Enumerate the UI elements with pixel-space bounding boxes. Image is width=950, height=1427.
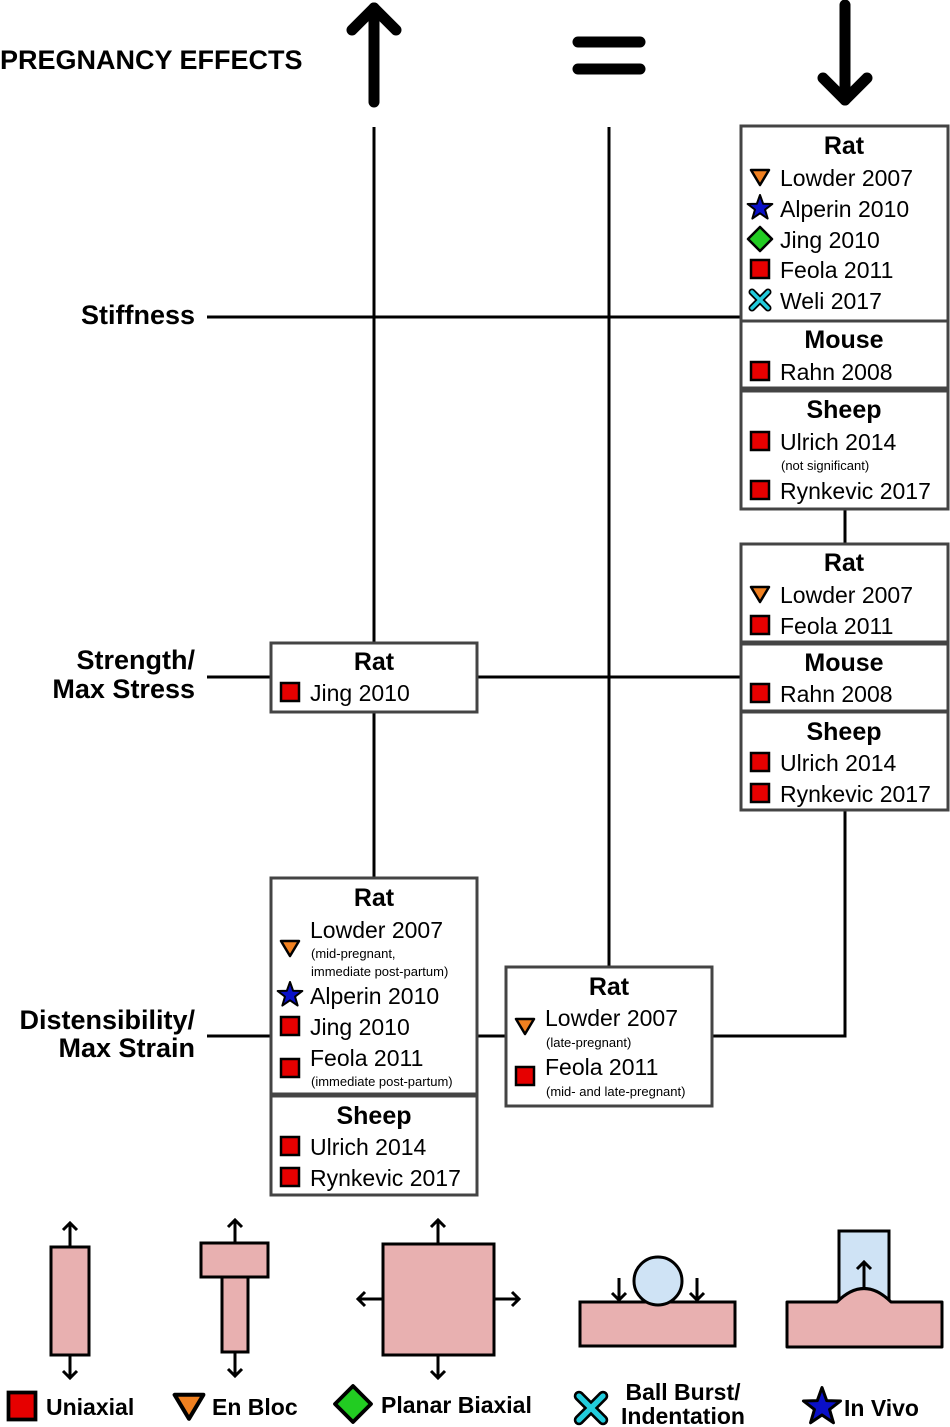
en-bloc-marker-icon [749,168,771,187]
en-bloc-marker-icon [279,939,301,958]
species-label: Rat [354,884,395,912]
species-label: Rat [824,132,865,160]
study-entry: Alperin 2010 [310,983,439,1009]
en-bloc-marker-icon [172,1392,206,1421]
row-label-distensibility: Distensibility/ [19,1005,195,1035]
diagram-title: PREGNANCY EFFECTS [0,45,303,75]
species-label: Sheep [806,396,881,424]
study-entry: Alperin 2010 [780,196,909,222]
study-entry: Feola 2011 [545,1054,658,1080]
uniaxial-marker-icon [279,1015,301,1037]
study-entry: Rynkevic 2017 [780,478,931,504]
study-box-strength-decrease-rat: Rat Lowder 2007 Feola 2011 [739,542,950,644]
study-entry: Lowder 2007 [780,582,913,608]
row-label-stiffness: Stiffness [81,300,195,330]
grid-lines [207,127,847,1038]
en-bloc-test-illustration [199,1217,270,1379]
legend-label-en-bloc: En Bloc [212,1394,298,1420]
species-label: Sheep [336,1102,411,1130]
study-note: (late-pregnant) [546,1035,631,1050]
increase-arrow-icon [346,2,402,108]
study-entry: Rahn 2008 [780,681,893,707]
study-box-distensibility-increase-sheep: Sheep Ulrich 2014 Rynkevic 2017 [269,1094,479,1197]
study-entry: Ulrich 2014 [310,1134,427,1160]
study-entry: Feola 2011 [780,257,893,283]
study-entry: Jing 2010 [310,680,410,706]
uniaxial-marker-icon [749,782,771,804]
species-label: Rat [589,973,630,1001]
planar-biaxial-marker-icon [746,225,774,253]
uniaxial-marker-icon [749,751,771,773]
ball-burst-test-illustration [578,1255,737,1348]
uniaxial-marker-icon [514,1065,536,1087]
study-entry: Feola 2011 [310,1045,423,1071]
study-entry: Jing 2010 [780,227,880,253]
study-box-distensibility-increase-rat: Rat Lowder 2007 (mid-pregnant, immediate… [269,876,479,1096]
study-entry: Ulrich 2014 [780,750,897,776]
row-label-distensibility: Max Strain [58,1033,195,1063]
study-entry: Rahn 2008 [780,359,893,385]
study-box-stiffness-decrease-sheep: Sheep Ulrich 2014 (not significant) Rynk… [739,389,950,511]
uniaxial-marker-icon [279,1166,301,1188]
study-entry: Lowder 2007 [545,1005,678,1031]
study-box-strength-decrease-sheep: Sheep Ulrich 2014 Rynkevic 2017 [739,710,950,812]
study-entry: Feola 2011 [780,613,893,639]
species-label: Rat [824,549,865,577]
uniaxial-marker-icon [6,1390,38,1422]
study-entry: Weli 2017 [780,288,882,314]
legend-label-in-vivo: In Vivo [844,1395,919,1421]
study-note: (mid-pregnant, [311,946,396,961]
study-note: immediate post-partum) [311,964,448,979]
study-note: (immediate post-partum) [311,1074,453,1089]
en-bloc-marker-icon [514,1017,536,1036]
study-entry: Rynkevic 2017 [780,781,931,807]
legend-label-ball-burst: Ball Burst/ [625,1379,741,1405]
study-box-strength-increase-rat: Rat Jing 2010 [269,641,479,714]
study-box-distensibility-equal-rat: Rat Lowder 2007 (late-pregnant) Feola 20… [504,965,714,1108]
uniaxial-marker-icon [279,1057,301,1079]
en-bloc-marker-icon [749,585,771,604]
study-entry: Lowder 2007 [310,917,443,943]
uniaxial-test-illustration [49,1220,91,1381]
in-vivo-marker-icon [276,981,304,1007]
study-entry: Lowder 2007 [780,165,913,191]
planar-biaxial-test-illustration [355,1217,522,1381]
row-label-strength: Max Stress [52,674,195,704]
species-label: Sheep [806,718,881,746]
study-box-strength-decrease-mouse: Mouse Rahn 2008 [739,642,950,713]
uniaxial-marker-icon [749,258,771,280]
in-vivo-marker-icon [746,194,774,220]
uniaxial-marker-icon [749,360,771,382]
decrease-arrow-icon [817,0,873,106]
study-note: (mid- and late-pregnant) [546,1084,685,1099]
species-label: Mouse [804,326,883,354]
study-note: (not significant) [781,458,869,473]
uniaxial-marker-icon [749,682,771,704]
legend: Uniaxial En Bloc Planar Biaxial Ball Bur… [6,1379,919,1427]
uniaxial-marker-icon [749,479,771,501]
study-entry: Ulrich 2014 [780,429,897,455]
species-label: Mouse [804,649,883,677]
uniaxial-marker-icon [749,430,771,452]
in-vivo-marker-icon [801,1386,843,1425]
study-box-stiffness-decrease-rat: Rat Lowder 2007 Alperin 2010 Jing 2010 F… [739,124,950,323]
legend-label-uniaxial: Uniaxial [46,1394,134,1420]
study-entry: Jing 2010 [310,1014,410,1040]
ball-burst-marker-icon [748,288,772,312]
ball-burst-marker-icon [573,1390,609,1426]
row-label-strength: Strength/ [77,645,196,675]
planar-biaxial-marker-icon [333,1384,373,1424]
uniaxial-marker-icon [279,681,301,703]
equal-sign-icon [572,36,646,75]
uniaxial-marker-icon [749,614,771,636]
legend-label-planar-biaxial: Planar Biaxial [381,1392,532,1418]
legend-label-ball-burst: Indentation [621,1403,745,1427]
in-vivo-test-illustration [785,1229,944,1349]
species-label: Rat [354,648,395,676]
study-box-stiffness-decrease-mouse: Mouse Rahn 2008 [739,319,950,390]
uniaxial-marker-icon [279,1135,301,1157]
study-entry: Rynkevic 2017 [310,1165,461,1191]
